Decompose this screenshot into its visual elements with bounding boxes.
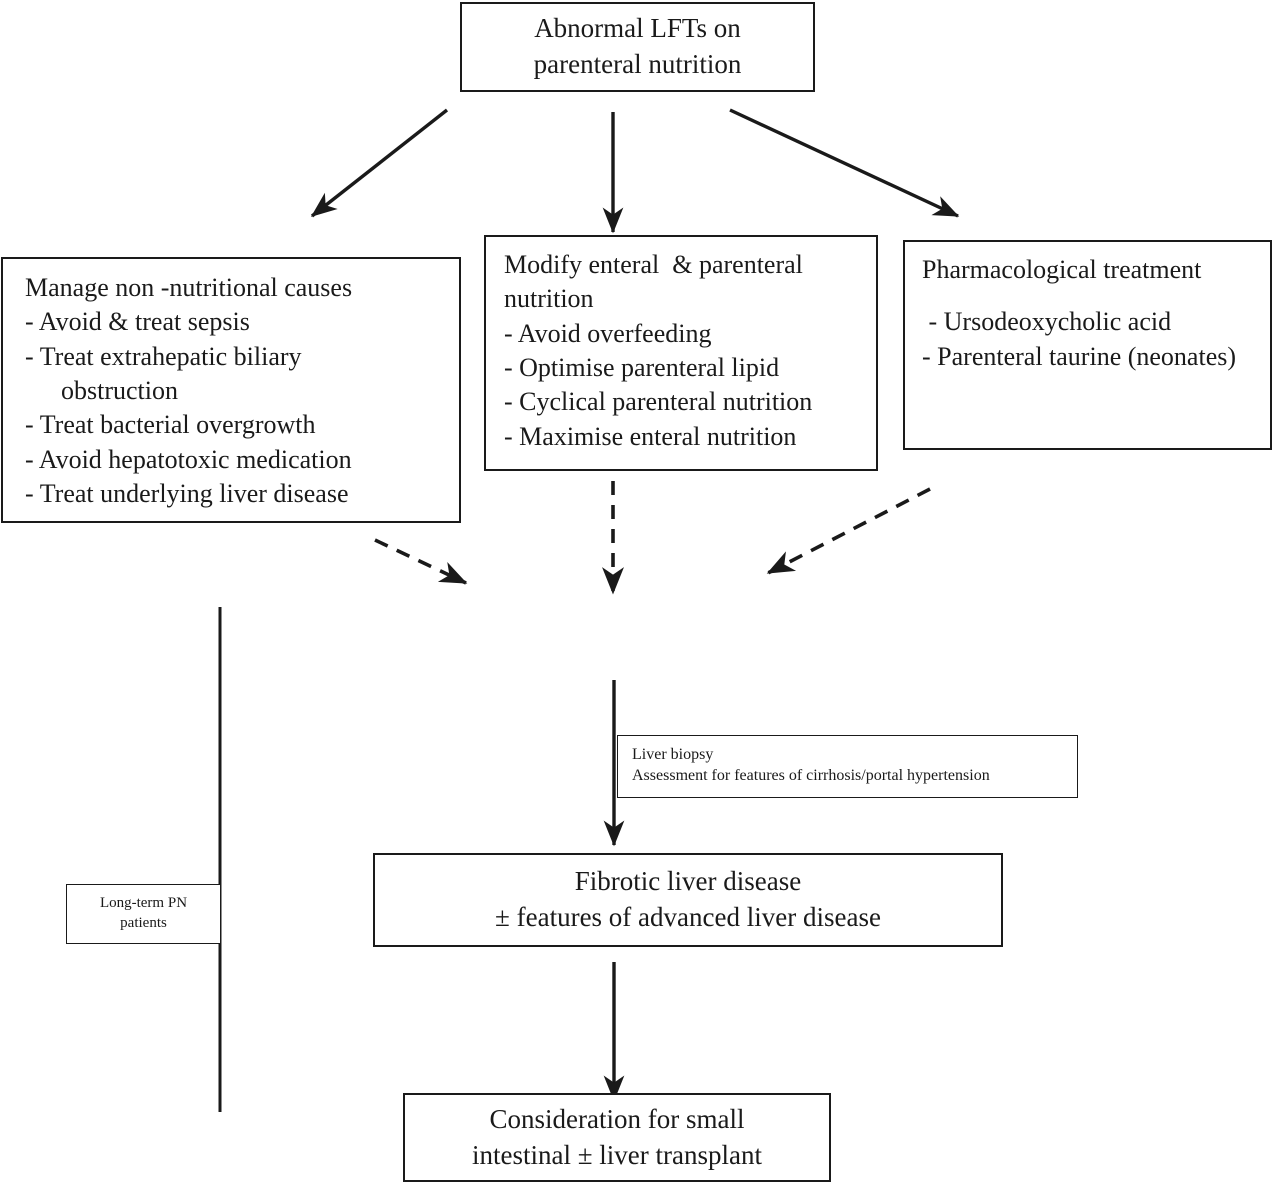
branch-left-item-4: - Avoid hepatotoxic medication [25,444,352,474]
branch-left-item-2: obstruction [61,375,178,405]
dashed-arrow-left [374,538,468,585]
node-modify-enteral-parenteral-nutrition[interactable]: Modify enteral & parenteral nutrition - … [484,235,878,471]
branch-middle-item-2: - Cyclical parenteral nutrition [504,387,813,417]
node-consideration-transplant[interactable]: Consideration for small intestinal ± liv… [403,1093,831,1182]
node-consideration-transplant-line-2: intestinal ± liver transplant [472,1139,762,1170]
node-consideration-transplant-line-1: Consideration for small [489,1103,745,1134]
annotation-liver-biopsy-line-2: Assessment for features of cirrhosis/por… [632,767,990,785]
branch-right-item-1: - Parenteral taurine (neonates) [922,341,1237,371]
annotation-long-term-pn-line-1: Long-term PN [99,895,188,912]
node-pharmacological-treatment[interactable]: Pharmacological treatment - Ursodeoxycho… [903,240,1272,450]
annotation-long-term-pn-line-2: patients [120,915,167,931]
node-fibrotic-liver-disease-line-1: Fibrotic liver disease [574,866,802,897]
branch-middle-item-1: - Optimise parenteral lipid [504,352,780,382]
annotation-liver-biopsy[interactable]: Liver biopsy Assessment for features of … [617,735,1078,798]
branch-left-item-3: - Treat bacterial overgrowth [25,410,316,440]
branch-right-spacer [922,287,1270,305]
branch-middle-item-3: - Maximise enteral nutrition [504,421,797,451]
branch-middle-heading-line-2: nutrition [504,284,594,314]
arrow-top-to-left [310,108,449,218]
branch-middle-item-0: - Avoid overfeeding [504,318,712,348]
annotation-long-term-pn[interactable]: Long-term PN patients [66,884,221,944]
annotation-liver-biopsy-line-1: Liver biopsy [632,746,714,763]
node-abnormal-lfts-line-1: Abnormal LFTs on [534,13,741,44]
arrow-top-to-right [729,108,960,218]
branch-middle-heading-line-1: Modify enteral & parenteral [504,250,803,279]
node-abnormal-lfts-line-2: parenteral nutrition [533,49,742,79]
dashed-arrow-right [766,487,931,575]
branch-left-item-1: - Treat extrahepatic biliary [25,341,302,371]
branch-right-item-0: - Ursodeoxycholic acid [922,307,1172,337]
node-fibrotic-liver-disease[interactable]: Fibrotic liver disease ± features of adv… [373,853,1003,947]
node-fibrotic-liver-disease-line-2: ± features of advanced liver disease [495,902,881,932]
node-manage-non-nutritional-causes[interactable]: Manage non -nutritional causes - Avoid &… [1,257,461,523]
branch-right-heading: Pharmacological treatment [922,255,1202,284]
branch-left-item-0: - Avoid & treat sepsis [25,307,250,337]
branch-left-heading: Manage non -nutritional causes [25,273,353,302]
node-abnormal-lfts[interactable]: Abnormal LFTs on parenteral nutrition [460,2,815,92]
branch-left-item-5: - Treat underlying liver disease [25,478,349,508]
